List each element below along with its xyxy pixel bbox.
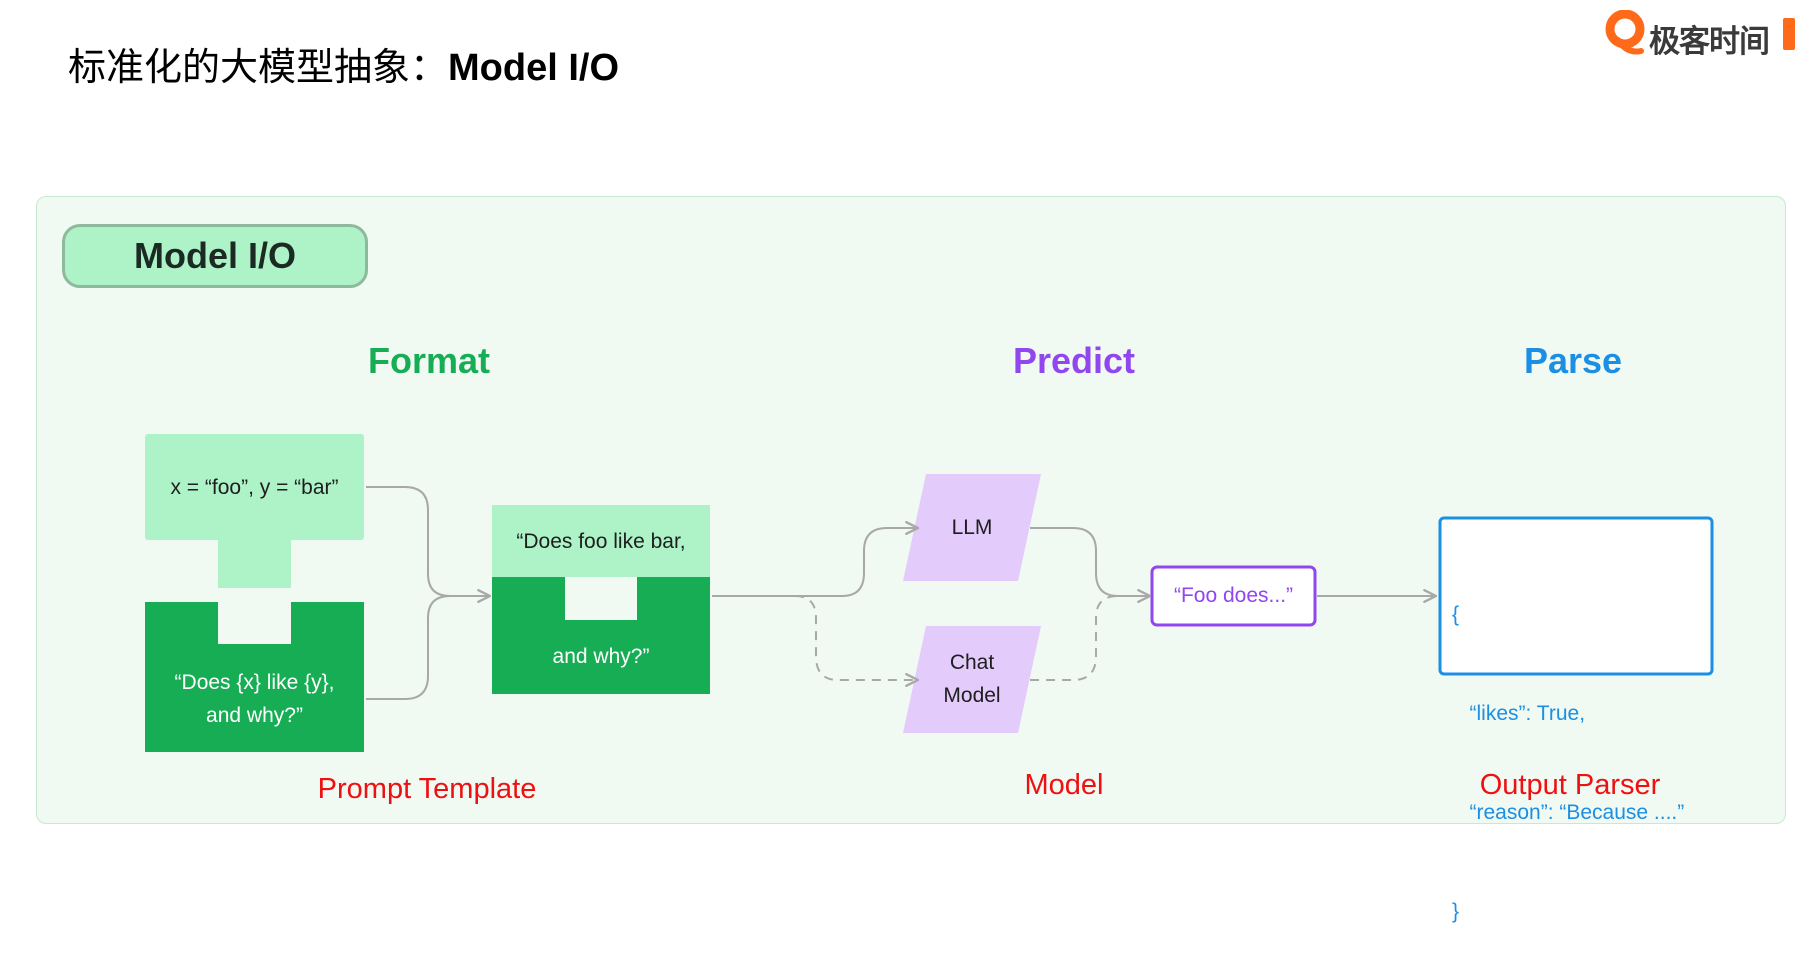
parse-heading: Parse: [1523, 340, 1623, 381]
prompt-label-line2: and why?”: [552, 645, 650, 668]
brand-name: 极客时间: [1649, 24, 1770, 60]
page-title: 标准化的大模型抽象：Model I/O: [68, 36, 619, 91]
parsed-json-box: [1438, 516, 1714, 676]
template-label-line2: and why?”: [206, 704, 303, 727]
variables-to-prompt-connector: [366, 486, 492, 603]
formatted-prompt-block: [492, 505, 710, 694]
prompt-label-line1: “Does foo like bar,: [516, 530, 686, 553]
page-title-en: Model I/O: [448, 47, 620, 89]
chat-model-node: [903, 626, 1041, 733]
output-parser-caption: Output Parser: [1479, 769, 1661, 801]
model-caption: Model: [1024, 769, 1104, 801]
model-io-diagram: [145, 434, 1714, 752]
json-line: }: [1452, 900, 1460, 923]
output-box: [1150, 565, 1317, 627]
variables-label: x = “foo”, y = “bar”: [170, 476, 339, 499]
template-to-prompt-connector: [366, 595, 490, 700]
llm-node: [903, 474, 1041, 581]
geekbang-logo-icon: [1605, 9, 1645, 55]
page-title-cn: 标准化的大模型抽象：: [68, 45, 449, 89]
chat-model-label-line2: Model: [943, 684, 1001, 707]
template-label-line1: “Does {x} like {y},: [174, 671, 335, 694]
prompt-template-caption: Prompt Template: [317, 773, 537, 805]
brand-tag: [1783, 18, 1795, 50]
template-block: [145, 602, 364, 752]
predict-heading: Predict: [1012, 340, 1136, 381]
output-label: “Foo does...”: [1173, 584, 1294, 607]
llm-label: LLM: [951, 516, 993, 539]
json-line: {: [1452, 603, 1460, 626]
template-label: “Does {x} like {y}, and why?”: [145, 666, 364, 732]
brand-logo: 极客时间: [1605, 9, 1795, 60]
variables-block: [145, 434, 364, 588]
model-io-badge: Model I/O: [62, 224, 368, 288]
json-line: “likes”: True,: [1452, 702, 1586, 725]
chat-model-label: Chat Model: [903, 646, 1041, 712]
prompt-to-chat-model-connector: [794, 595, 920, 687]
chat-model-label-line1: Chat: [949, 651, 995, 674]
llm-to-output-connector: [1030, 527, 1152, 603]
chat-model-to-output-connector: [1030, 595, 1119, 681]
json-line: “reason”: “Because ....”: [1452, 801, 1685, 824]
parsed-json-text: { “likes”: True, “reason”: “Because ....…: [1452, 532, 1684, 961]
prompt-to-llm-connector: [712, 521, 920, 597]
format-heading: Format: [367, 340, 490, 381]
